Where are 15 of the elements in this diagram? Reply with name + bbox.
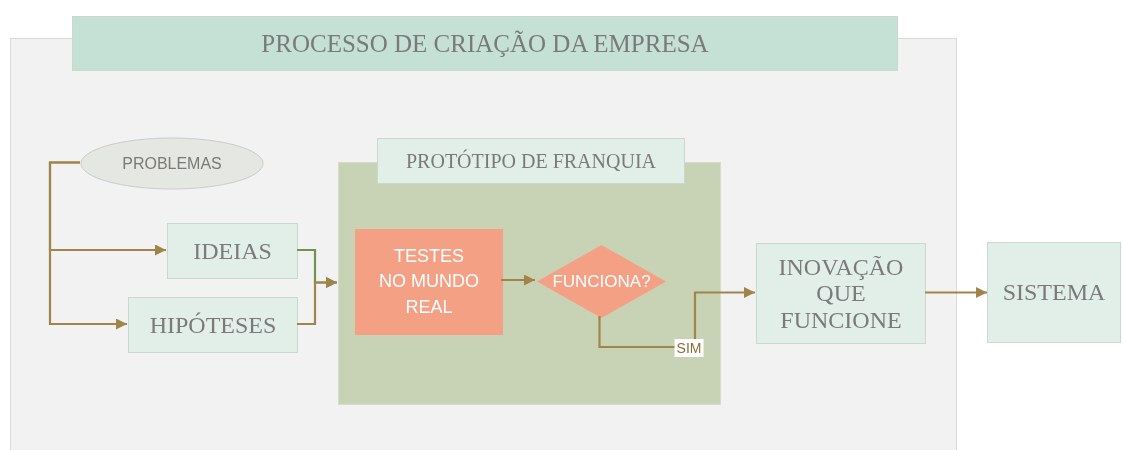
group-header: PROTÓTIPO DE FRANQUIA (377, 138, 685, 184)
arrow (925, 287, 987, 298)
process-box: INOVAÇÃO QUE FUNCIONE (756, 243, 926, 344)
process-box: HIPÓTESES (128, 297, 298, 353)
process-box: SISTEMA (987, 242, 1121, 343)
arrow (297, 277, 337, 326)
title-banner: PROCESSO DE CRIAÇÃO DA EMPRESA (72, 16, 898, 71)
edge-label: SIM (674, 339, 704, 357)
arrow (501, 274, 535, 286)
node-label: FUNCIONA? (552, 271, 651, 292)
arrow (48, 161, 127, 330)
process-box: IDEIAS (167, 223, 298, 279)
process-box: TESTES NO MUNDO REAL (355, 229, 503, 335)
node-label: PROBLEMAS (122, 154, 222, 173)
arrow (598, 287, 755, 349)
